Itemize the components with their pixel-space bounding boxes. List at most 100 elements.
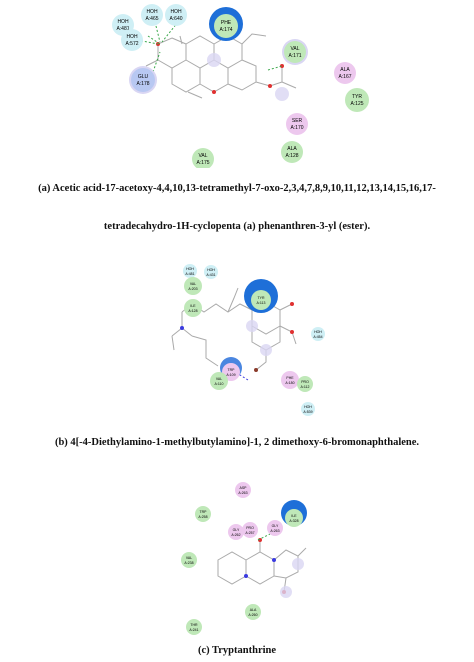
residue-disc: VAL A:175	[192, 148, 214, 168]
svg-text:A:238: A:238	[184, 561, 193, 565]
svg-text:ILE: ILE	[291, 514, 297, 518]
svg-text:TYR: TYR	[258, 296, 265, 300]
panel-a: HOH A:481 HOH A:465 HOH A:640 HOH A:572	[0, 0, 474, 168]
residue-disc: VAL A:238	[181, 552, 197, 568]
solvent-exposure-halo	[207, 53, 221, 67]
svg-text:HOH: HOH	[314, 330, 322, 334]
svg-text:HOH: HOH	[304, 405, 312, 409]
residue-disc: PRO A:112	[297, 376, 313, 392]
residue-disc: HOH A:465	[141, 4, 163, 26]
residues-a: HOH A:481 HOH A:465 HOH A:640 HOH A:572	[112, 4, 369, 168]
residue-disc: HOH A:539	[301, 402, 315, 416]
svg-text:A:203: A:203	[188, 287, 197, 291]
svg-text:A:328: A:328	[289, 519, 298, 523]
svg-text:PHE: PHE	[221, 20, 232, 26]
svg-text:HOH: HOH	[117, 19, 129, 25]
svg-text:ALA: ALA	[340, 67, 350, 73]
residue-disc: PRO A:257	[242, 522, 258, 538]
residues-b: HOH A:481 VAL A:203 HOH A:431 ILE A:128	[183, 264, 325, 416]
svg-text:GLY: GLY	[272, 524, 279, 528]
svg-text:A:481: A:481	[185, 272, 194, 276]
residue-disc: VAL A:171	[282, 39, 308, 65]
residue-disc: GLY A:262	[228, 524, 244, 540]
svg-text:A:263: A:263	[270, 529, 279, 533]
svg-text:A:178: A:178	[136, 81, 149, 87]
residue-disc: HOH A:454	[311, 327, 325, 341]
residue-disc: ALA A:167	[334, 62, 356, 84]
solvent-exposure-halo	[260, 344, 272, 356]
svg-text:VAL: VAL	[198, 153, 207, 159]
residue-disc: TYR A:113	[244, 279, 278, 313]
ligand-b-heteroatoms	[180, 302, 294, 372]
svg-text:A:572: A:572	[125, 41, 138, 47]
ligand-a-skeleton	[145, 33, 297, 99]
svg-text:HOH: HOH	[126, 34, 138, 40]
svg-text:ILE: ILE	[190, 304, 196, 308]
svg-text:A:113: A:113	[257, 301, 266, 305]
solvent-exposure-halo	[292, 558, 304, 570]
svg-text:HOH: HOH	[186, 267, 194, 271]
svg-text:PRO: PRO	[246, 526, 254, 530]
svg-text:A:170: A:170	[290, 125, 303, 131]
svg-text:A:454: A:454	[313, 335, 322, 339]
panel-c-diagram: ASP A:263 TRP A:258 ILE A:328 GLY A:262	[181, 482, 307, 635]
residue-disc: THR A:241	[186, 619, 202, 635]
panel-c: ASP A:263 TRP A:258 ILE A:328 GLY A:262	[0, 474, 474, 642]
svg-text:HOH: HOH	[170, 9, 182, 15]
residue-disc: HOH A:572	[121, 29, 143, 51]
svg-text:A:180: A:180	[285, 381, 294, 385]
residue-disc: TRP A:258	[195, 506, 211, 522]
caption-b: (b) 4[-4-Diethylamino-1-methylbutylamino…	[54, 437, 420, 448]
residue-disc: PHE A:180	[281, 371, 299, 389]
svg-text:ALA: ALA	[250, 608, 257, 612]
residue-disc: ALA A:128	[281, 141, 303, 163]
svg-text:SER: SER	[292, 118, 303, 124]
residue-disc: HOH A:640	[165, 4, 187, 26]
svg-text:A:128: A:128	[285, 153, 298, 159]
solvent-exposure-halo	[275, 87, 289, 101]
svg-text:GLU: GLU	[138, 74, 149, 80]
panel-a-diagram: HOH A:481 HOH A:465 HOH A:640 HOH A:572	[112, 4, 369, 168]
svg-text:A:109: A:109	[226, 373, 235, 377]
svg-text:ALA: ALA	[287, 146, 297, 152]
ligand-a-heteroatoms	[156, 42, 284, 94]
caption-a-line1: (a) Acetic acid-17-acetoxy-4,4,10,13-tet…	[38, 183, 436, 194]
svg-text:THR: THR	[190, 623, 198, 627]
svg-text:A:258: A:258	[198, 515, 207, 519]
svg-text:A:125: A:125	[350, 101, 363, 107]
svg-text:VAL: VAL	[186, 556, 192, 560]
svg-text:PHE: PHE	[286, 376, 294, 380]
svg-text:VAL: VAL	[190, 282, 196, 286]
residue-disc: HOH A:431	[204, 265, 218, 279]
residue-disc: ILE A:128	[184, 299, 202, 317]
residue-disc: VAL A:110	[210, 372, 228, 390]
svg-text:A:262: A:262	[231, 533, 240, 537]
residue-disc: VAL A:203	[184, 277, 202, 295]
caption-c: (c) Tryptanthrine	[197, 645, 277, 656]
svg-text:ASP: ASP	[239, 486, 247, 490]
svg-text:A:481: A:481	[116, 26, 129, 32]
residue-disc: TYR A:125	[345, 88, 369, 112]
svg-text:A:128: A:128	[188, 309, 197, 313]
svg-text:A:539: A:539	[303, 410, 312, 414]
svg-text:A:640: A:640	[169, 16, 182, 22]
svg-text:A:465: A:465	[145, 16, 158, 22]
residue-disc: GLY A:263	[267, 520, 283, 536]
svg-text:TRP: TRP	[200, 510, 208, 514]
svg-text:A:174: A:174	[219, 27, 232, 33]
svg-text:A:171: A:171	[288, 53, 301, 59]
residue-disc: ASP A:263	[235, 482, 251, 498]
svg-text:A:167: A:167	[338, 74, 351, 80]
residue-disc: PHE A:174	[209, 7, 243, 41]
solvent-exposure-halo	[246, 320, 258, 332]
svg-text:A:241: A:241	[189, 628, 198, 632]
residue-disc: SER A:170	[286, 113, 308, 135]
solvent-exposure-halo	[280, 586, 292, 598]
svg-text:VAL: VAL	[216, 377, 222, 381]
ligand-c-heteroatoms	[244, 538, 286, 594]
svg-text:PRO: PRO	[301, 380, 309, 384]
svg-text:HOH: HOH	[207, 268, 215, 272]
caption-a-line2: tetradecahydro-1H-cyclopenta (a) phenant…	[103, 221, 371, 232]
svg-text:A:112: A:112	[301, 385, 310, 389]
svg-text:GLY: GLY	[233, 528, 240, 532]
